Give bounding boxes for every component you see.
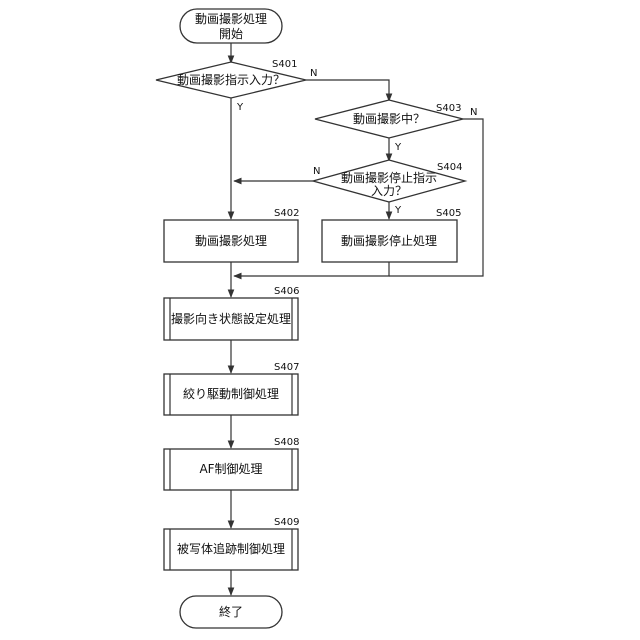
decision-s403-no: N: [470, 107, 477, 118]
process-s409: 被写体追跡制御処理 S409: [164, 517, 299, 570]
process-s407: 絞り駆動制御処理 S407: [164, 362, 299, 415]
decision-s401-no: N: [310, 68, 317, 79]
end-label: 終了: [219, 604, 243, 619]
decision-s404-label-line2: 入力？: [371, 184, 407, 198]
decision-s404-yes: Y: [394, 205, 402, 216]
process-s408-step: S408: [274, 437, 299, 448]
decision-s404-step: S404: [437, 162, 462, 173]
decision-s403-yes: Y: [394, 142, 402, 153]
process-s405: 動画撮影停止処理 S405: [322, 208, 461, 262]
decision-s401-yes: Y: [236, 102, 244, 113]
process-s406-step: S406: [274, 286, 299, 297]
process-s402-label: 動画撮影処理: [195, 234, 267, 248]
decision-s404-no: N: [313, 166, 320, 177]
process-s409-step: S409: [274, 517, 299, 528]
process-s406: 撮影向き状態設定処理 S406: [164, 286, 299, 340]
process-s407-label: 絞り駆動制御処理: [183, 386, 279, 401]
start-label-line2: 開始: [219, 27, 243, 41]
connector-s405-to-merge: [234, 262, 389, 276]
start-terminal: 動画撮影処理 開始: [180, 9, 282, 43]
process-s406-label: 撮影向き状態設定処理: [171, 311, 291, 326]
decision-s403: 動画撮影中？ S403 N Y: [315, 100, 477, 153]
process-s402: 動画撮影処理 S402: [164, 208, 299, 262]
start-label-line1: 動画撮影処理: [195, 12, 267, 26]
process-s408-label: AF制御処理: [199, 461, 262, 476]
process-s405-label: 動画撮影停止処理: [341, 233, 437, 248]
process-s409-label: 被写体追跡制御処理: [177, 541, 285, 556]
connector-s401-no-to-s403: [306, 80, 389, 101]
process-s407-step: S407: [274, 362, 299, 373]
process-s402-step: S402: [274, 208, 299, 219]
decision-s401: 動画撮影指示入力？ S401 N Y: [156, 59, 317, 113]
decision-s403-step: S403: [436, 103, 461, 114]
end-terminal: 終了: [180, 596, 282, 628]
decision-s401-step: S401: [272, 59, 297, 70]
process-s405-step: S405: [436, 208, 461, 219]
process-s408: AF制御処理 S408: [164, 437, 299, 490]
decision-s401-label: 動画撮影指示入力？: [177, 72, 285, 87]
decision-s404-label-line1: 動画撮影停止指示: [341, 170, 437, 185]
decision-s403-label: 動画撮影中？: [353, 111, 425, 126]
